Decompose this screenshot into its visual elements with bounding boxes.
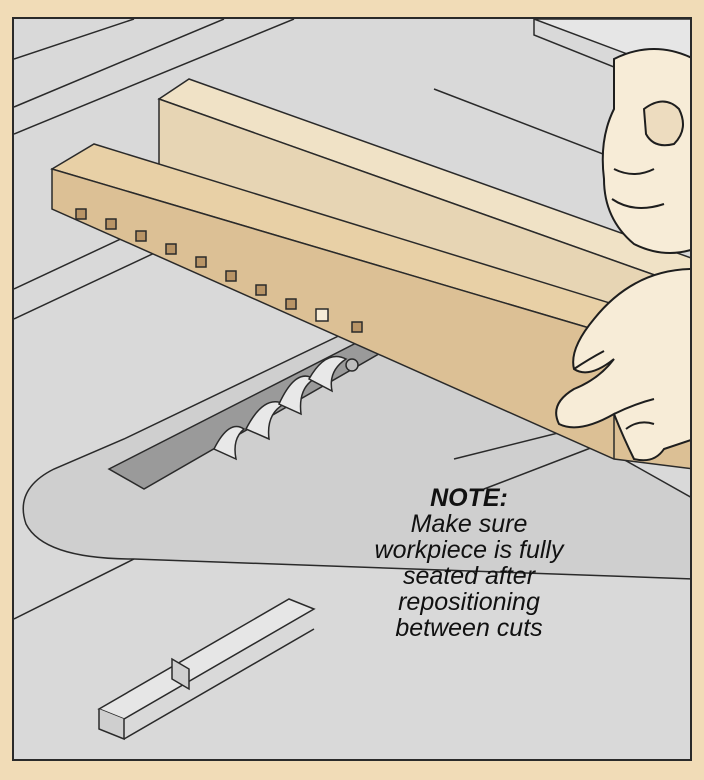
note-line: workpiece is fully [374,536,564,564]
note-line: between cuts [395,614,543,642]
hand-icon [601,48,690,254]
table-saw-illustration [14,19,690,759]
note-callout: NOTE: Make sure workpiece is fully seate… [304,485,634,641]
saw-blade-icon [212,355,359,461]
note-title: NOTE: [430,484,508,512]
finger-notches [75,208,363,333]
note-line: Make sure [410,510,528,538]
lower-hand-icon [555,268,690,462]
note-line: seated after [402,562,536,590]
fence-face [157,78,690,339]
workpiece [50,143,690,470]
illustration-frame: NOTE: Make sure workpiece is fully seate… [12,17,692,761]
note-line: repositioning [398,588,540,616]
